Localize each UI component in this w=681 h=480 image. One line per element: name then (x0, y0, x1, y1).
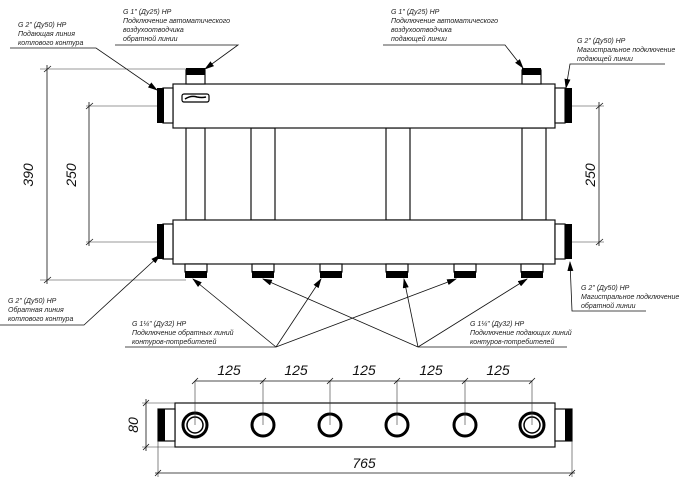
top-right-port (554, 408, 573, 442)
svg-text:контуров-потребителей: контуров-потребителей (470, 338, 554, 346)
consumer-outlet (385, 263, 409, 278)
dimension-depth: 80 (125, 399, 175, 451)
dim-125: 125 (352, 362, 376, 378)
svg-text:обратной линии: обратной линии (581, 302, 636, 310)
dim-390: 390 (20, 163, 36, 187)
note-air-vent-return: G 1" (Ду25) НР Подключение автоматическо… (115, 9, 240, 70)
connecting-pipes (185, 127, 547, 221)
return-header (172, 219, 556, 265)
svg-text:G 2" (Ду50) НР: G 2" (Ду50) НР (18, 22, 67, 29)
consumer-outlet (453, 263, 477, 278)
svg-text:воздухоотводчика: воздухоотводчика (391, 26, 452, 34)
note-consumer-supply: G 1¼" (Ду32) НР Подключение подающих лин… (262, 278, 572, 348)
consumer-outlet (319, 263, 343, 278)
dim-250-right: 250 (582, 163, 598, 188)
note-boiler-return: G 2" (Ду50) НР Обратная линия котлового … (0, 254, 161, 326)
svg-text:Подключение автоматического: Подключение автоматического (391, 17, 498, 25)
boiler-supply-port (157, 87, 174, 124)
consumer-outlet (184, 263, 208, 278)
note-main-return: G 2" (Ду50) НР Магистральное подключение… (567, 261, 679, 312)
brand-logo (181, 93, 210, 103)
note-boiler-supply: G 2" (Ду50) НР Подающая линия котлового … (10, 22, 158, 91)
dim-125: 125 (217, 362, 241, 378)
top-view-body (174, 402, 556, 448)
dimension-outlet-pitch: 125 125 125 125 125 (191, 362, 536, 425)
logo-mark (184, 95, 207, 100)
svg-text:Магистральное подключение: Магистральное подключение (581, 293, 679, 301)
svg-text:подающей линии: подающей линии (577, 55, 633, 63)
connecting-pipe (385, 127, 411, 221)
air-vent-port-right (521, 68, 542, 85)
svg-text:обратной линии: обратной линии (123, 35, 178, 43)
consumer-outlets (184, 263, 544, 278)
svg-text:Обратная линия: Обратная линия (8, 306, 64, 314)
air-vent-port-left (185, 68, 206, 85)
note-main-supply: G 2" (Ду50) НР Магистральное подключение… (564, 38, 675, 89)
svg-text:Магистральное подключение: Магистральное подключение (577, 46, 675, 54)
supply-header (172, 83, 556, 129)
top-view: 125 125 125 125 125 765 80 (125, 362, 576, 477)
boiler-return-port (157, 223, 174, 260)
svg-text:котлового контура: котлового контура (18, 40, 83, 47)
dimension-overall-length: 765 (154, 441, 576, 477)
note-consumer-return: G 1¼" (Ду32) НР Подключение обратных лин… (125, 278, 457, 348)
dim-765: 765 (352, 455, 376, 471)
svg-text:Подключение автоматического: Подключение автоматического (123, 17, 230, 25)
main-return-port (554, 223, 572, 260)
dimension-right-axis: 250 (572, 102, 604, 246)
front-view: 390 250 250 (20, 65, 604, 284)
svg-text:G 2" (Ду50) НР: G 2" (Ду50) НР (8, 298, 57, 305)
svg-text:котлового контура: котлового контура (8, 316, 73, 323)
svg-text:G 1¼" (Ду32) НР: G 1¼" (Ду32) НР (470, 321, 525, 328)
connecting-pipe (521, 127, 547, 221)
svg-text:G 2" (Ду50) НР: G 2" (Ду50) НР (581, 285, 630, 292)
svg-text:воздухоотводчика: воздухоотводчика (123, 26, 184, 34)
dimension-left-axis: 250 (63, 102, 157, 246)
svg-text:G 1¼" (Ду32) НР: G 1¼" (Ду32) НР (132, 321, 187, 328)
dim-125: 125 (486, 362, 510, 378)
dim-250-left: 250 (63, 163, 79, 188)
dim-125: 125 (284, 362, 308, 378)
svg-text:Подключение обратных линий: Подключение обратных линий (132, 329, 234, 337)
connecting-pipe (185, 127, 206, 221)
consumer-outlet (251, 263, 275, 278)
svg-text:подающей линии: подающей линии (391, 35, 447, 43)
svg-text:Подключение подающих линий: Подключение подающих линий (470, 329, 572, 337)
svg-text:G 2" (Ду50) НР: G 2" (Ду50) НР (577, 38, 626, 45)
connecting-pipe (250, 127, 276, 221)
svg-text:G 1" (Ду25) НР: G 1" (Ду25) НР (123, 9, 172, 16)
svg-text:G 1" (Ду25) НР: G 1" (Ду25) НР (391, 9, 440, 16)
consumer-outlet (520, 263, 544, 278)
note-air-vent-supply: G 1" (Ду25) НР Подключение автоматическо… (383, 9, 524, 69)
dim-125: 125 (419, 362, 443, 378)
dimension-overall-height: 390 (20, 65, 186, 284)
main-supply-port (554, 87, 572, 124)
top-left-port (157, 408, 176, 442)
svg-text:контуров-потребителей: контуров-потребителей (132, 338, 216, 346)
dim-80: 80 (125, 417, 141, 433)
svg-text:Подающая линия: Подающая линия (18, 30, 75, 38)
